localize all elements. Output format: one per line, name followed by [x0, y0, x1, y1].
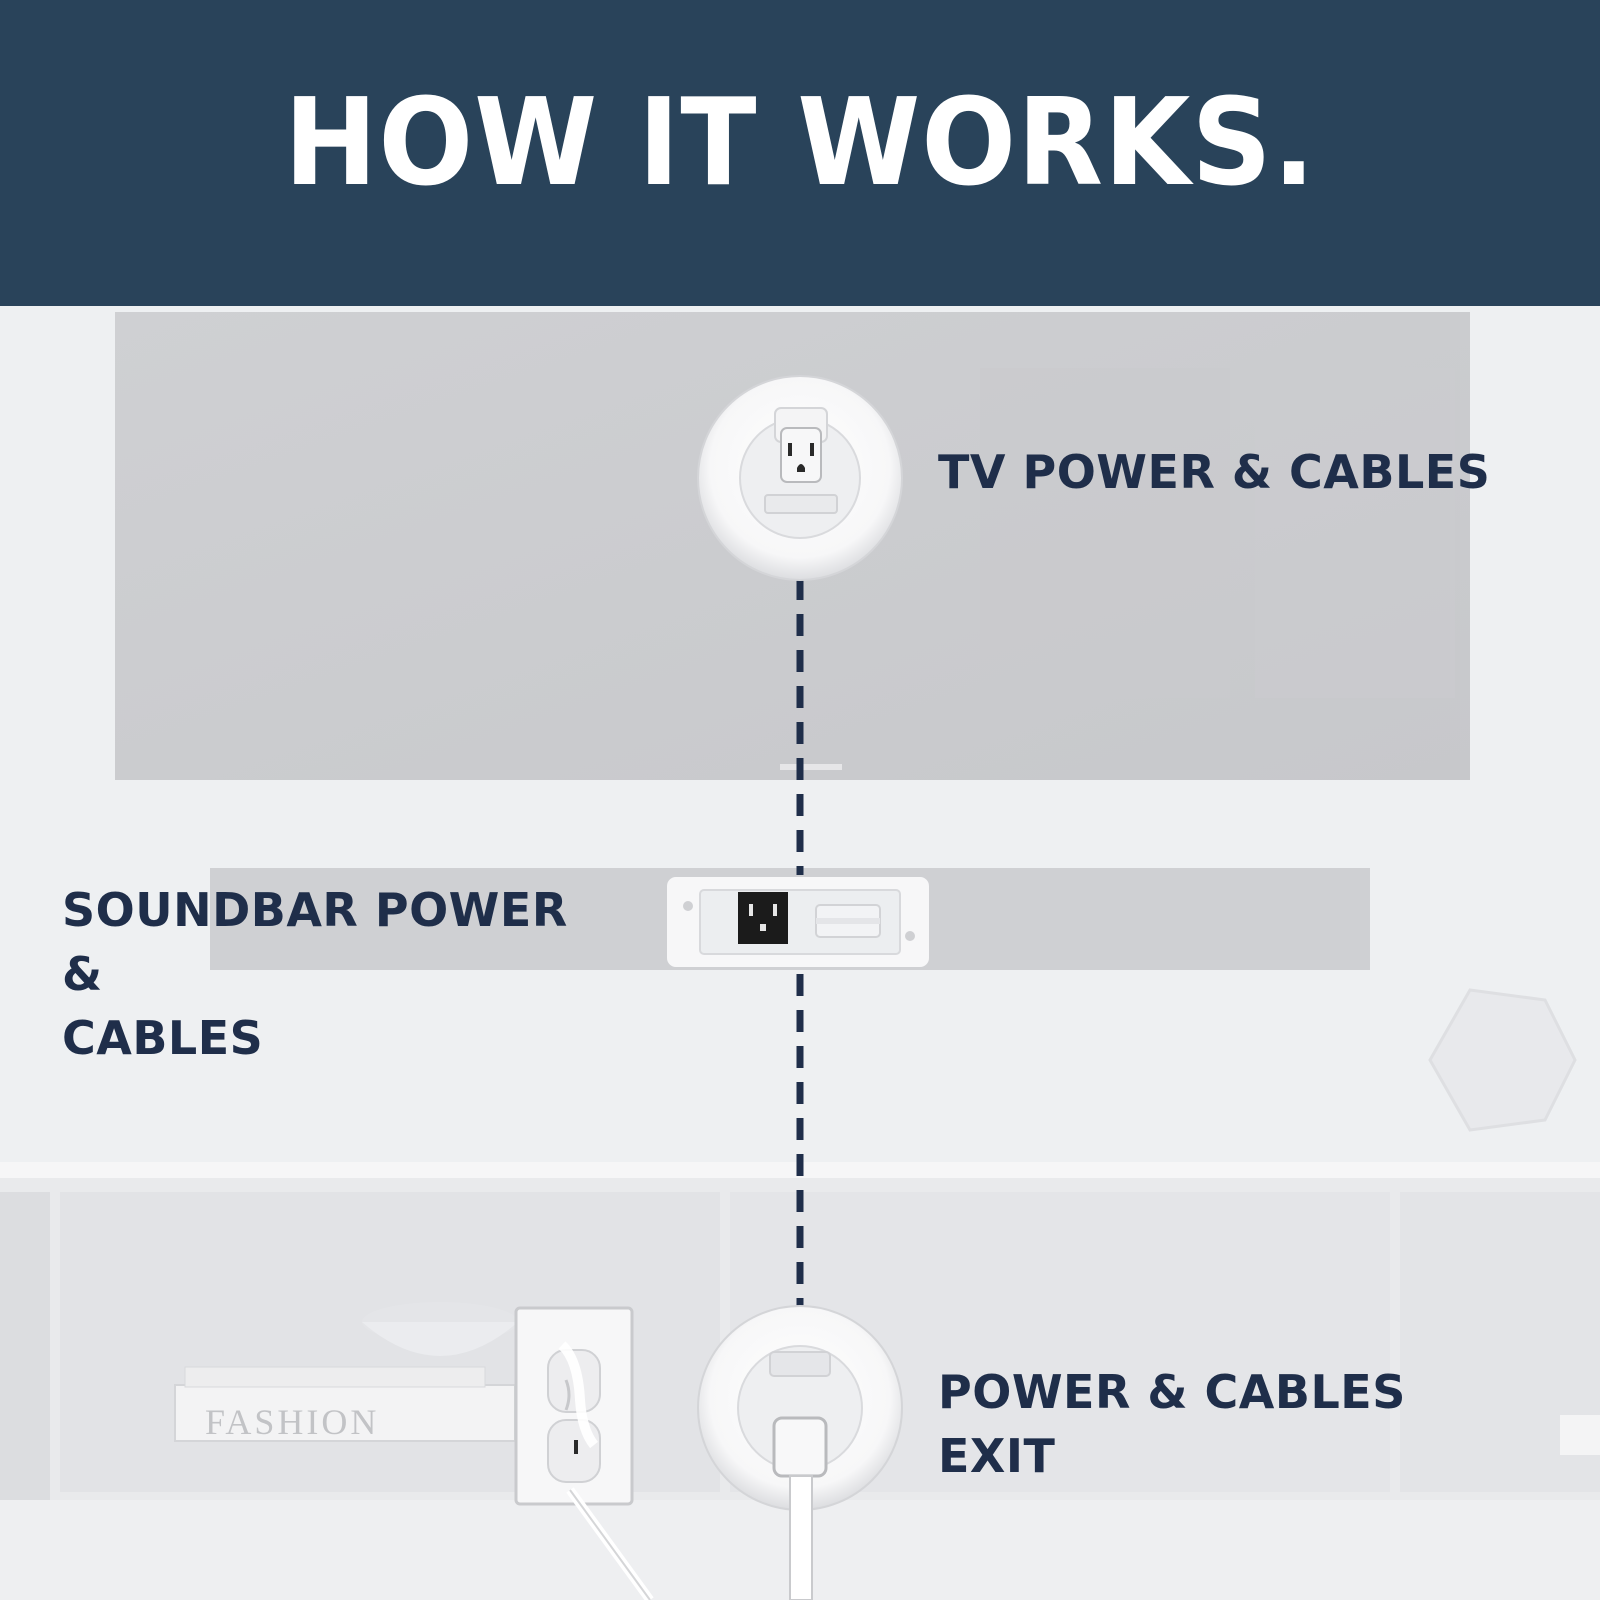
exit-plate-icon: [697, 1305, 903, 1600]
geometric-decor: [1428, 988, 1577, 1132]
soundbar-outlet-plate-icon: [665, 875, 931, 969]
headline: HOW IT WORKS.: [284, 74, 1316, 213]
tv-power-label: TV POWER & CABLES: [938, 445, 1491, 499]
tv-logo: [780, 764, 842, 770]
soundbar-power-label: SOUNDBAR POWER & CABLES: [62, 883, 568, 1065]
header-banner: HOW IT WORKS.: [0, 0, 1600, 306]
book-spine-text: FASHION: [205, 1402, 379, 1442]
power-exit-label: POWER & CABLES EXIT: [938, 1365, 1406, 1483]
wall-outlet-icon: [514, 1306, 654, 1600]
power-receptacle: [738, 892, 788, 944]
recessed-tv-outlet-icon: [697, 375, 903, 581]
